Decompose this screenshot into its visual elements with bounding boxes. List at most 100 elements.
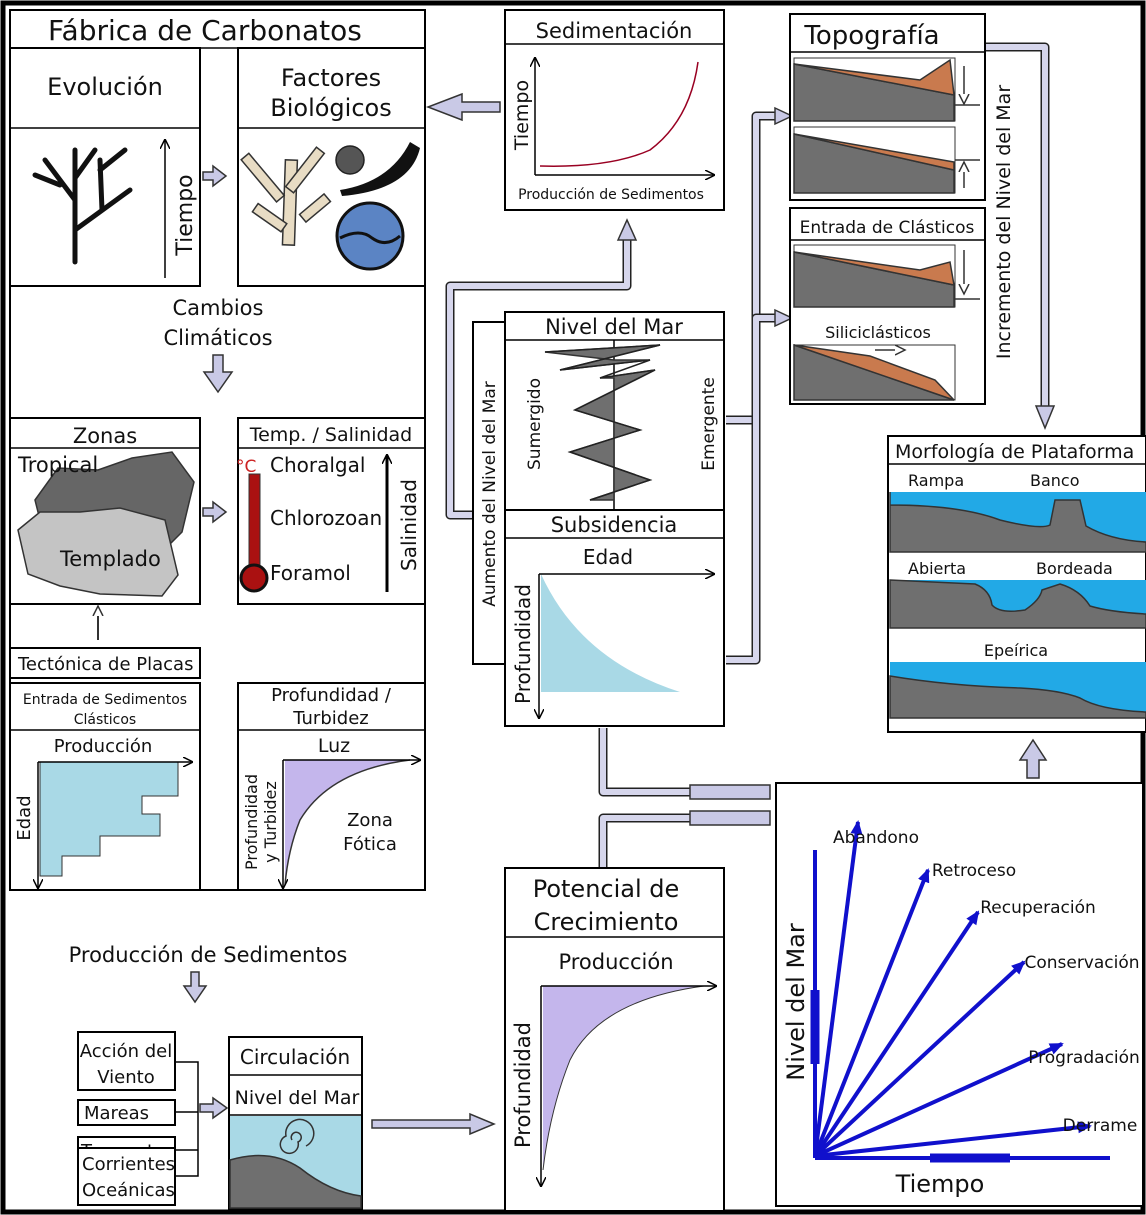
vector-label-progradacion: Progradación [1028, 1048, 1140, 1068]
accion-label-1: Acción del [80, 1041, 172, 1062]
circulacion-seafloor [229, 1154, 362, 1209]
epeirica-label: Epeírica [984, 641, 1048, 660]
tropical-label: Tropical [17, 453, 98, 477]
evolucion-to-factores-arrow [202, 164, 228, 188]
mareas-label: Mareas [84, 1103, 149, 1124]
factores-title-1: Factores [281, 64, 381, 92]
abierta-label: Abierta [908, 559, 966, 578]
zona-fotica-area [285, 760, 410, 885]
vector-progradacion [814, 1042, 1064, 1158]
subsidencia-edad-label: Edad [583, 545, 633, 569]
potencial-produccion-label: Producción [558, 950, 673, 974]
vector-label-conservacion: Conservación [1024, 953, 1139, 973]
topografia-title: Topografía [803, 21, 939, 51]
luz-label: Luz [318, 735, 350, 757]
bordeada-label: Bordeada [1036, 559, 1113, 578]
foramol-label: Foramol [270, 561, 351, 585]
fabrica-title: Fábrica de Carbonatos [48, 14, 362, 47]
subsidencia-panel [504, 509, 725, 727]
ammonite-icon [335, 145, 365, 175]
coral-fossil-icon [240, 146, 332, 246]
cambios-label-2: Climáticos [163, 326, 272, 350]
vector-conservacion [813, 960, 1026, 1158]
vector-abandono [813, 820, 863, 1157]
rampa-banco-profile [889, 492, 1146, 553]
fabrica-de-carbonatos: Fábrica de Carbonatos Evolución Tiempo F… [9, 9, 426, 891]
incremento-label: Incremento del Nivel del Mar [993, 85, 1015, 359]
accion-label-2: Viento [97, 1067, 154, 1088]
vector-label-abandono: Abandono [833, 828, 919, 848]
vector-label-derrame: Derrame [1063, 1116, 1138, 1136]
circulacion-to-potencial-arrow [371, 1112, 496, 1136]
entrada-title-1: Entrada de Sedimentos [23, 692, 187, 708]
tiempo-label: Tiempo [173, 174, 198, 256]
emergente-label: Emergente [699, 377, 719, 471]
potencial-title-1: Potencial de [533, 875, 680, 903]
sedimentacion-title: Sedimentación [536, 19, 693, 43]
thermometer-icon [248, 473, 261, 575]
sedimentacion-curve [539, 61, 699, 167]
zonas-to-temp-arrow [202, 500, 228, 524]
vector-label-retroceso: Retroceso [932, 861, 1016, 881]
chlorozoan-label: Chlorozoan [270, 506, 382, 530]
subsidencia-profundidad-label: Profundidad [511, 584, 535, 704]
temp-salinidad-panel [237, 417, 426, 605]
sedimentacion-to-factores-arrow [425, 92, 501, 122]
morfologia-group: Morfología de Plataforma Rampa Banco Abi… [887, 435, 1146, 779]
vector-derrame [814, 1121, 1092, 1158]
prof-turb-title-1: Profundidad / [271, 685, 392, 706]
subsidencia-title: Subsidencia [551, 513, 678, 537]
fotica-label: Fótica [343, 834, 397, 855]
accion-viento-box [77, 1031, 176, 1091]
nivel-del-mar-title: Nivel del Mar [545, 315, 683, 339]
templado-zone-shape [17, 507, 179, 597]
circulacion-title: Circulación [240, 1045, 350, 1069]
corrientes-label-2: Oceánicas [82, 1180, 175, 1201]
zonas-title: Zonas [73, 424, 137, 448]
celsius-label: °C [236, 457, 256, 477]
vectors-xlabel: Tiempo [895, 1170, 985, 1198]
cambios-down-arrow [202, 354, 234, 394]
clasticos-title: Entrada de Clásticos [800, 218, 975, 238]
potencial-profundidad-label: Profundidad [511, 1022, 535, 1148]
topografia-group: Topografía Entrada de Clásticos Silicicl… [789, 13, 1015, 405]
aumento-label: Aumento del Nivel del Mar [480, 381, 500, 607]
aumento-nivel-column [472, 321, 507, 665]
cambios-label-1: Cambios [173, 296, 264, 320]
factores-title-2: Biológicos [270, 94, 391, 122]
accretion-vectors-group: Abandono Retroceso Recuperación Conserva… [775, 782, 1144, 1207]
corrientes-label-1: Corrientes [82, 1154, 175, 1175]
entrada-step-area [39, 761, 179, 877]
templado-label: Templado [59, 547, 161, 571]
vector-label-recuperacion: Recuperación [980, 898, 1096, 918]
siliciclasticos-label: Siliciclásticos [825, 323, 931, 342]
sumergido-label: Sumergido [525, 378, 545, 470]
entrada-title-2: Clásticos [74, 712, 136, 728]
circulation-spiral-icon [279, 1118, 315, 1155]
potencial-area [543, 986, 704, 1170]
connection-pipes [445, 42, 1056, 868]
banco-label: Banco [1030, 471, 1080, 490]
temp-salinidad-title: Temp. / Salinidad [249, 424, 413, 446]
abierta-bordeada-profile [889, 579, 1146, 629]
nivel-del-mar-group: Nivel del Mar Sumergido Emergente [504, 311, 725, 511]
produccion-sedimentos-group: Producción de Sedimentos Acción del Vien… [69, 943, 496, 1210]
subsidencia-group: Subsidencia Edad Profundidad [504, 509, 725, 727]
factors-to-circulacion-arrow [199, 1096, 229, 1120]
tectonica-box [9, 647, 201, 679]
vectors-ylabel: Nivel del Mar [782, 923, 810, 1081]
circulacion-nivel-label: Nivel del Mar [235, 1087, 360, 1109]
prof-turb-title-2: Turbidez [292, 708, 368, 729]
produccion-down-arrow [182, 971, 208, 1004]
bracket-lines [175, 1061, 199, 1177]
zona-label: Zona [347, 810, 393, 831]
prof-y-label-2: y Turbidez [261, 781, 280, 863]
morfologia-title: Morfología de Plataforma [895, 441, 1134, 463]
tectonica-label: Tectónica de Placas [17, 654, 193, 675]
salinidad-label: Salinidad [397, 479, 421, 571]
rampa-label: Rampa [908, 471, 964, 490]
epeirica-profile [889, 675, 1146, 719]
sedimentacion-xlabel: Producción de Sedimentos [518, 187, 704, 203]
horn-shell-icon [340, 142, 420, 196]
